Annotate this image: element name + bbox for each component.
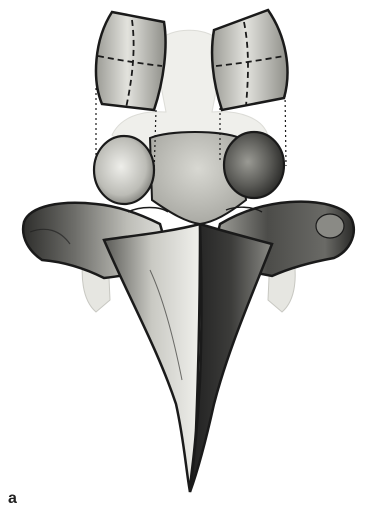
left-facet-joint [94, 136, 154, 204]
left-articular-facet [96, 12, 166, 110]
spinous-process [104, 224, 272, 492]
right-articular-facet [212, 10, 287, 110]
panel-label: a [8, 490, 17, 508]
right-facet-joint [224, 132, 284, 198]
